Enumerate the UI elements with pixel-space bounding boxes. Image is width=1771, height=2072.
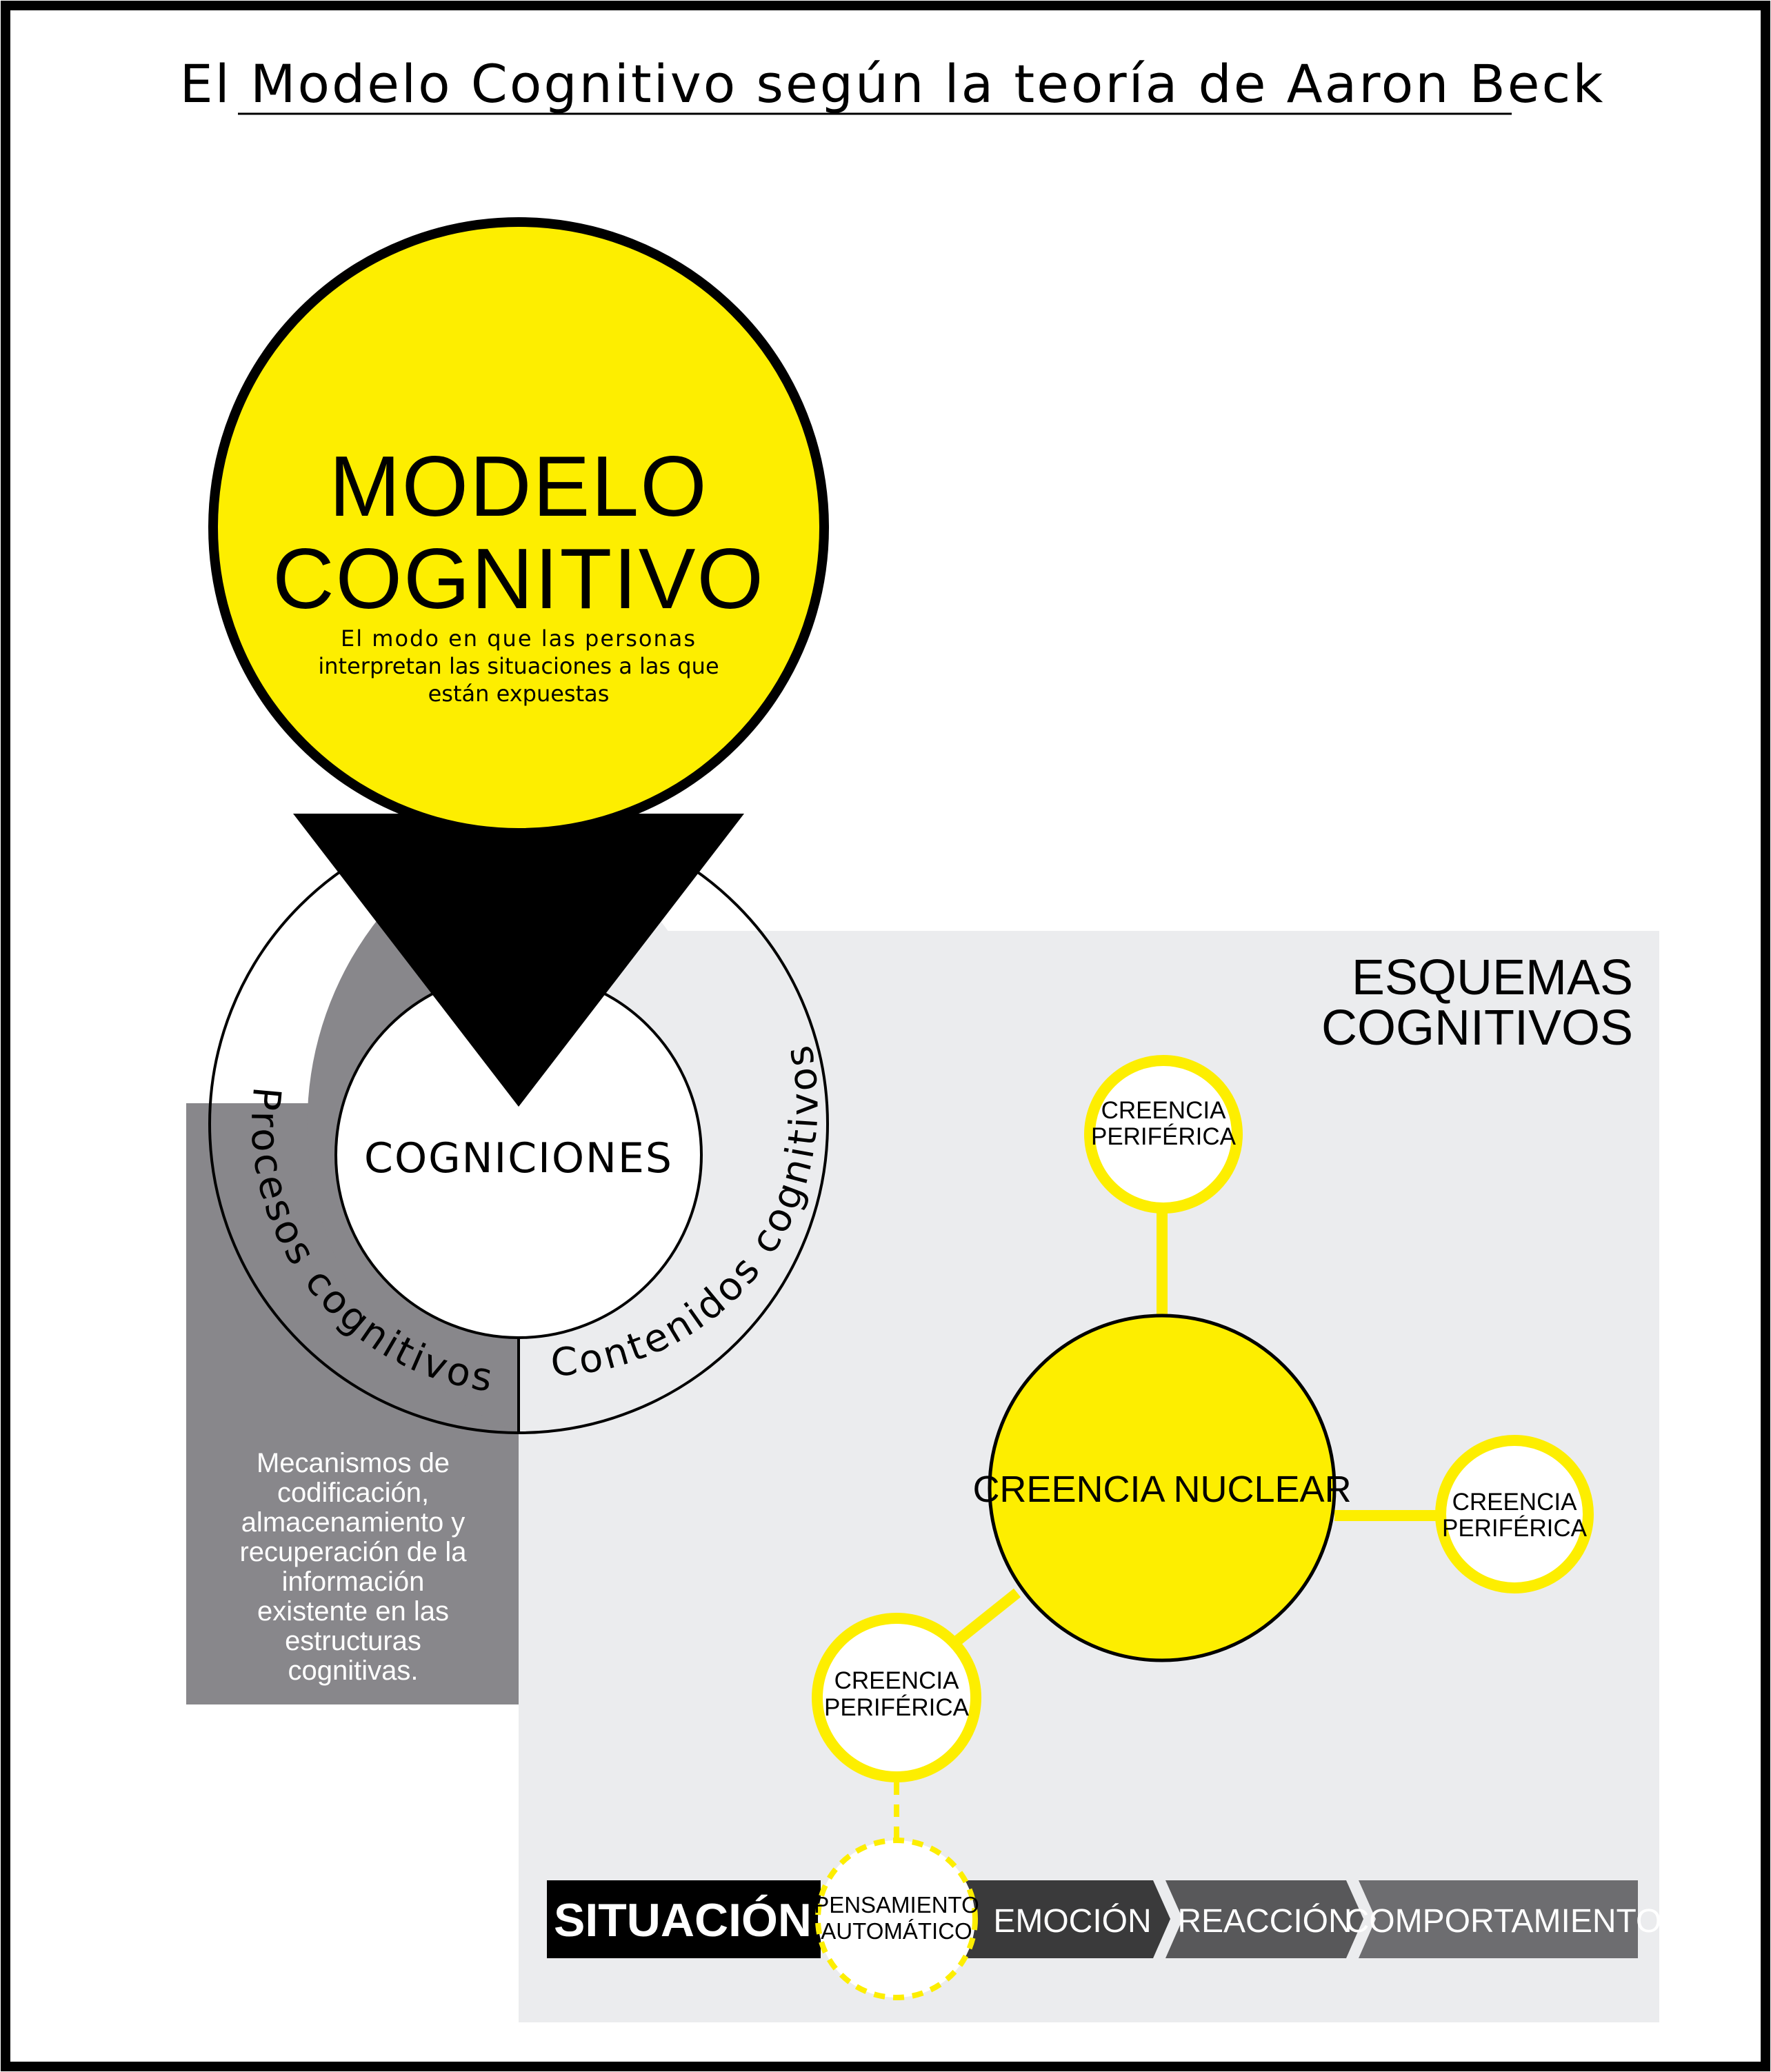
- esquemas-title-line2: COGNITIVOS: [1321, 1000, 1633, 1056]
- periferica-right-line2: PERIFÉRICA: [1442, 1515, 1588, 1542]
- mecanismos-line: cognitivas.: [288, 1656, 419, 1686]
- pin-tail: [293, 814, 744, 1107]
- mecanismos-line: recuperación de la: [239, 1537, 467, 1567]
- flow-comportamiento-box: [1359, 1880, 1638, 1958]
- periferica-top-line1: CREENCIA: [1101, 1097, 1227, 1124]
- creencia-periferica-left: [812, 1613, 981, 1782]
- esquemas-title-line1: ESQUEMAS: [1352, 950, 1633, 1005]
- mecanismos-line: estructuras: [285, 1626, 421, 1656]
- flow-reaccion-label: REACCIÓN: [1177, 1902, 1352, 1940]
- flow-situacion-label: SITUACIÓN: [554, 1894, 812, 1947]
- periferica-left-line2: PERIFÉRICA: [824, 1694, 970, 1721]
- page-title: El Modelo Cognitivo según la teoría de A…: [180, 53, 1605, 114]
- flow-comportamiento-label: COMPORTAMIENTO: [1345, 1903, 1662, 1940]
- modelo-pin-circle: [208, 217, 829, 838]
- connector-left: [945, 1588, 1021, 1653]
- creencia-nuclear-circle: [988, 1314, 1337, 1662]
- flow-reaccion-box: [1165, 1880, 1363, 1958]
- mecanismos-line: Mecanismos de: [257, 1448, 450, 1478]
- flow-emocion-label: EMOCIÓN: [993, 1902, 1151, 1940]
- cogniciones-label: COGNICIONES: [364, 1134, 673, 1183]
- periferica-left-line1: CREENCIA: [834, 1667, 960, 1694]
- pensamiento-line2: AUTOMÁTICO: [821, 1918, 972, 1944]
- modelo-desc-3: están expuestas: [428, 681, 610, 707]
- flow-situacion-box: [547, 1880, 821, 1958]
- mecanismos-line: existente en las: [257, 1596, 449, 1627]
- flow-emocion-box: [965, 1880, 1170, 1958]
- modelo-desc-1: El modo en que las personas: [341, 625, 697, 652]
- mecanismos-line: información: [282, 1567, 425, 1597]
- mecanismos-line: codificación,: [277, 1478, 429, 1508]
- periferica-top-line2: PERIFÉRICA: [1091, 1123, 1237, 1150]
- pensamiento-line1: PENSAMIENTO: [814, 1892, 979, 1918]
- creencia-periferica-top: [1084, 1055, 1243, 1214]
- pensamiento-automatico-circle: [815, 1838, 978, 2000]
- modelo-desc-2: interpretan las situaciones a las que: [318, 653, 719, 679]
- creencia-periferica-right: [1435, 1435, 1594, 1593]
- mecanismos-line: almacenamiento y: [241, 1507, 466, 1538]
- modelo-title-line1: MODELO: [329, 439, 708, 534]
- creencia-nuclear-label: CREENCIA NUCLEAR: [972, 1469, 1351, 1510]
- periferica-right-line1: CREENCIA: [1452, 1489, 1578, 1516]
- modelo-title-line2: COGNITIVO: [272, 532, 765, 627]
- mecanismos-text: Mecanismos de codificación, almacenamien…: [239, 1448, 467, 1686]
